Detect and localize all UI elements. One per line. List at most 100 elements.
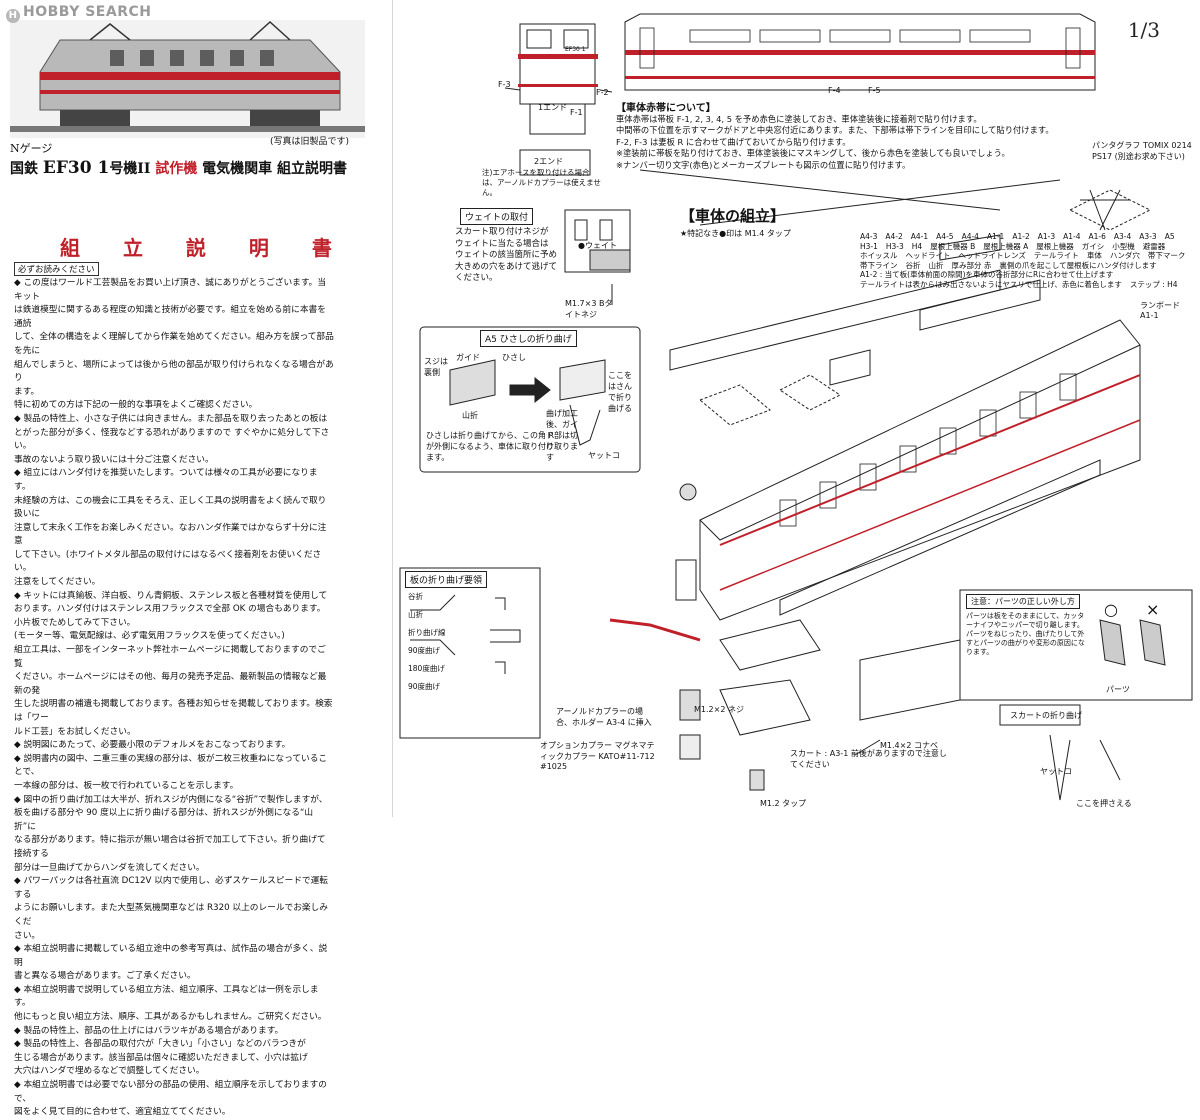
photo-caption: (写真は旧製品です) [270,137,350,147]
instruction-line: は鉄道模型に関するある程度の知識と技術が必要です。組立を始める前に本書を通読 [14,305,326,329]
part-label: A1-1 [986,232,1005,241]
part-label: 避雷器 [1142,241,1166,251]
instruction-line: ようにお願いします。また大型蒸気機関車などは R320 以上のレールでお楽しみく… [14,903,328,927]
visor-mountain: 山折 [462,411,478,420]
instruction-line: して下さい。(ホワイトメタル部品の取付けにはなるべく接着剤をお使いください。 [14,549,322,574]
part-label: 屋根上機器 [1036,241,1074,251]
label-f3: F-3 [498,80,511,89]
bend-heading: 板の折り曲げ要領 [405,571,488,588]
instruction-line: 図をよく見て目的に合わせて、適宜組立ててください。 [14,1107,231,1118]
title-rest: 電気機関車 組立説明書 [202,161,348,177]
bend-diagram [399,567,541,739]
part-label: A4-5 [936,232,954,241]
assembly-heading: 組 立 説 明 書 [60,236,350,260]
instruction-line: ◆ 本組立説明書で説明している組立方法、組立順序、工具などは一例を示します。 [14,984,319,1009]
instruction-line: 注意して末永く工作をお楽しみください。なおハンダ作業ではかならず十分に注意 [14,522,327,547]
part-label: 裏側の爪を起こして屋根板にハンダ付けします [999,260,1157,270]
side-view-drawing [624,13,1096,91]
instruction-line: とがった部分が多く、怪我などする恐れがありますので すぐやかに処分して下さい。 [14,427,330,452]
instruction-line: 板を曲げる部分や 90 度以上に折り曲げる部分は、折れスジが外側になる“山折”に [14,808,314,832]
instruction-text: ◆ この度はワールド工芸製品をお買い上げ頂き、誠にありがとうございます。当キット… [14,277,334,1120]
removal-note-heading: 注意：パーツの正しい外し方 [966,594,1080,609]
title-prototype: 試作機 [155,161,198,177]
instruction-line: さい。 [14,930,41,941]
part-label: ホイッスル [860,251,898,260]
part-label: A3-4 [1113,232,1132,241]
instruction-line: 部分は一旦曲げてからハンダを流してください。 [14,862,205,873]
part-label: A1-6 [1088,232,1106,241]
runboard-label: ランボード A1-1 [1140,301,1180,320]
skirt-fold-diagram [999,704,1121,801]
visor-hold: ここをはさんで折り曲げる [608,371,632,413]
arnold-label: アーノルドカプラーの場合、ホルダー A3-4 に挿入 [556,707,652,727]
body-exploded-drawing [609,169,1152,791]
instruction-line: おります。ハンダ付けはステンレス用フラックスで全部 OK の場合もあります。 [14,604,326,615]
stripe-line: 中間帯の下位置を示すマークがドアと中央窓付近にあります。また、下部帯は帯下ライン… [616,125,1054,136]
number-plate: EF30 1 [565,46,586,53]
part-label: H4 [911,241,923,251]
visor-note: ひさしは折り曲げてから、この角 R が外側になるよう、車体に取り付けます。 [426,431,555,462]
label-end1: 1エンド [538,103,568,112]
part-label: H3-1 [860,241,878,251]
part-label: H3-3 [885,241,904,251]
weight-line: ウェイトの該当箇所に予め [455,250,558,260]
part-label: ハンダ穴 [1109,251,1140,260]
part-label: ガイシ [1081,241,1105,251]
part-label: 谷折 [905,260,921,270]
weight-line: 大きめの穴をあけて逃げて [455,261,558,272]
part-label: ヘッドライトレンズ [958,251,1026,260]
title-prefix: 国鉄 [10,161,38,177]
title-model: EF30 1 [42,158,110,178]
visor-groove: スジは裏側 [424,357,448,377]
instruction-line: 大穴はハンダで埋めるなどで調整してください。 [14,1066,205,1077]
part-label: 厚み部分 赤 [951,260,992,270]
instruction-line: ◆ 説明図にあたって、必要最小限のデフォルメをおこなっております。 [14,740,291,751]
instruction-line: なる部分があります。特に指示が無い場合は谷折で加工して下さい。折り曲げて接続する [14,835,326,859]
visor-guide: ガイド [456,353,480,362]
instruction-line: (モーター等、電気配線は、必ず電気用フラックスを使ってください。) [14,631,285,642]
instruction-line: ◆ 製品の特性上、部品の仕上げにはバラツキがある場合があります。 [14,1025,284,1036]
instruction-line: ◆ 製品の特性上、小さな子供には向きません。また部品を取り去ったあとの板は [14,413,328,424]
locomotive-photo [10,20,365,138]
pantograph-label: パンタグラフ TOMIX 0214 PS17 (別途お求め下さい) [1092,141,1192,161]
instruction-line: 組立工具は、一部をインターネット弊社ホームページに掲載しておりますのでご覧 [14,645,326,669]
instruction-line: ◆ 組立にはハンダ付けを推奨いたします。ついては様々の工具が必要になります。 [14,468,318,492]
weight-line: ください。 [455,273,498,283]
screw-label: M1.4×2 コナベ [880,741,938,750]
part-label: 小型機 [1112,241,1135,251]
part-label: 山折 [928,260,944,270]
stripe-line: ※ナンバー切り文字(赤色)とメーカーズプレートも図示の位置に貼り付けます。 [616,159,911,170]
instruction-line: ◆ 本組立説明書に掲載している組立途中の参考写真は、試作品の場合が多く、説明 [14,944,328,968]
label-f1: F-1 [570,108,583,117]
part-label: ステップ : H4 [1129,279,1178,289]
instruction-line: ルド工芸」をお試しください。 [14,726,136,737]
weight-text: スカート取り付けネジがウェイトに当たる場合はウェイトの該当箇所に予め大きめの穴を… [455,227,565,285]
instruction-line: ◆ 製品の特性上、各部品の取付穴が「大きい」「小さい」などのバラつきが [14,1039,306,1050]
part-label: A3-3 [1139,232,1157,241]
skirt-heading: スカートの折り曲げ [1010,711,1082,720]
removal-note-text: パーツは板をそのままにして、カッターナイフやニッパーで切り離します。パーツをねじ… [966,612,1085,656]
weight-diagram [564,209,631,305]
part-label: A1-4 [1063,232,1081,241]
stripe-text: 車体赤帯は帯板 F-1, 2, 3, 4, 5 を予め赤色に塗装しておき、車体塗… [616,114,1096,171]
part-label: A4-3 [860,232,878,241]
weight-heading: ウェイトの取付 [460,208,534,225]
instruction-line: 未経験の方は、この機会に工具をそろえ、正しく工具の説明書をよく読んで取り扱いに [14,495,327,520]
end-note: 注)エアホースを取り付ける場合は、アーノルドカプラーは使えません。 [482,168,601,197]
label-f2: F-2 [596,88,609,97]
bend-label: 折り曲げ線 [408,628,446,637]
part-label: テールライトは表からはみ出さないようにヤスリで仕上げ、赤色に着色します [860,279,1122,289]
weight-line: ウェイトに当たる場合は [455,238,549,249]
part-label: 帯下マーク [1147,251,1186,260]
part-label: ヘッドライト [905,251,951,260]
coupler-label: オプションカプラー マグネマティックカプラー KATO#11-712 #1025 [540,741,655,771]
instruction-line: ◆ この度はワールド工芸製品をお買い上げ頂き、誠にありがとうございます。当キット [14,278,327,302]
stripe-line: ※塗装前に帯板を貼り付けておき、車体塗装後にマスキングして、後から赤色を塗装して… [616,148,1010,159]
visor-after: 曲げ加工後、ガイド部は切り取ります [546,409,578,462]
instruction-line: ます。 [14,386,40,397]
bend-label: 90度曲げ [408,646,441,655]
instruction-line: 組んでしまうと、場所によっては後から他の部品が取り付けられなくなる場合があり [14,359,334,384]
bend-label: 90度曲げ [408,682,441,691]
instruction-line: 特に初めての方は下記の一般的な事項をよくご確認ください。 [14,400,258,411]
